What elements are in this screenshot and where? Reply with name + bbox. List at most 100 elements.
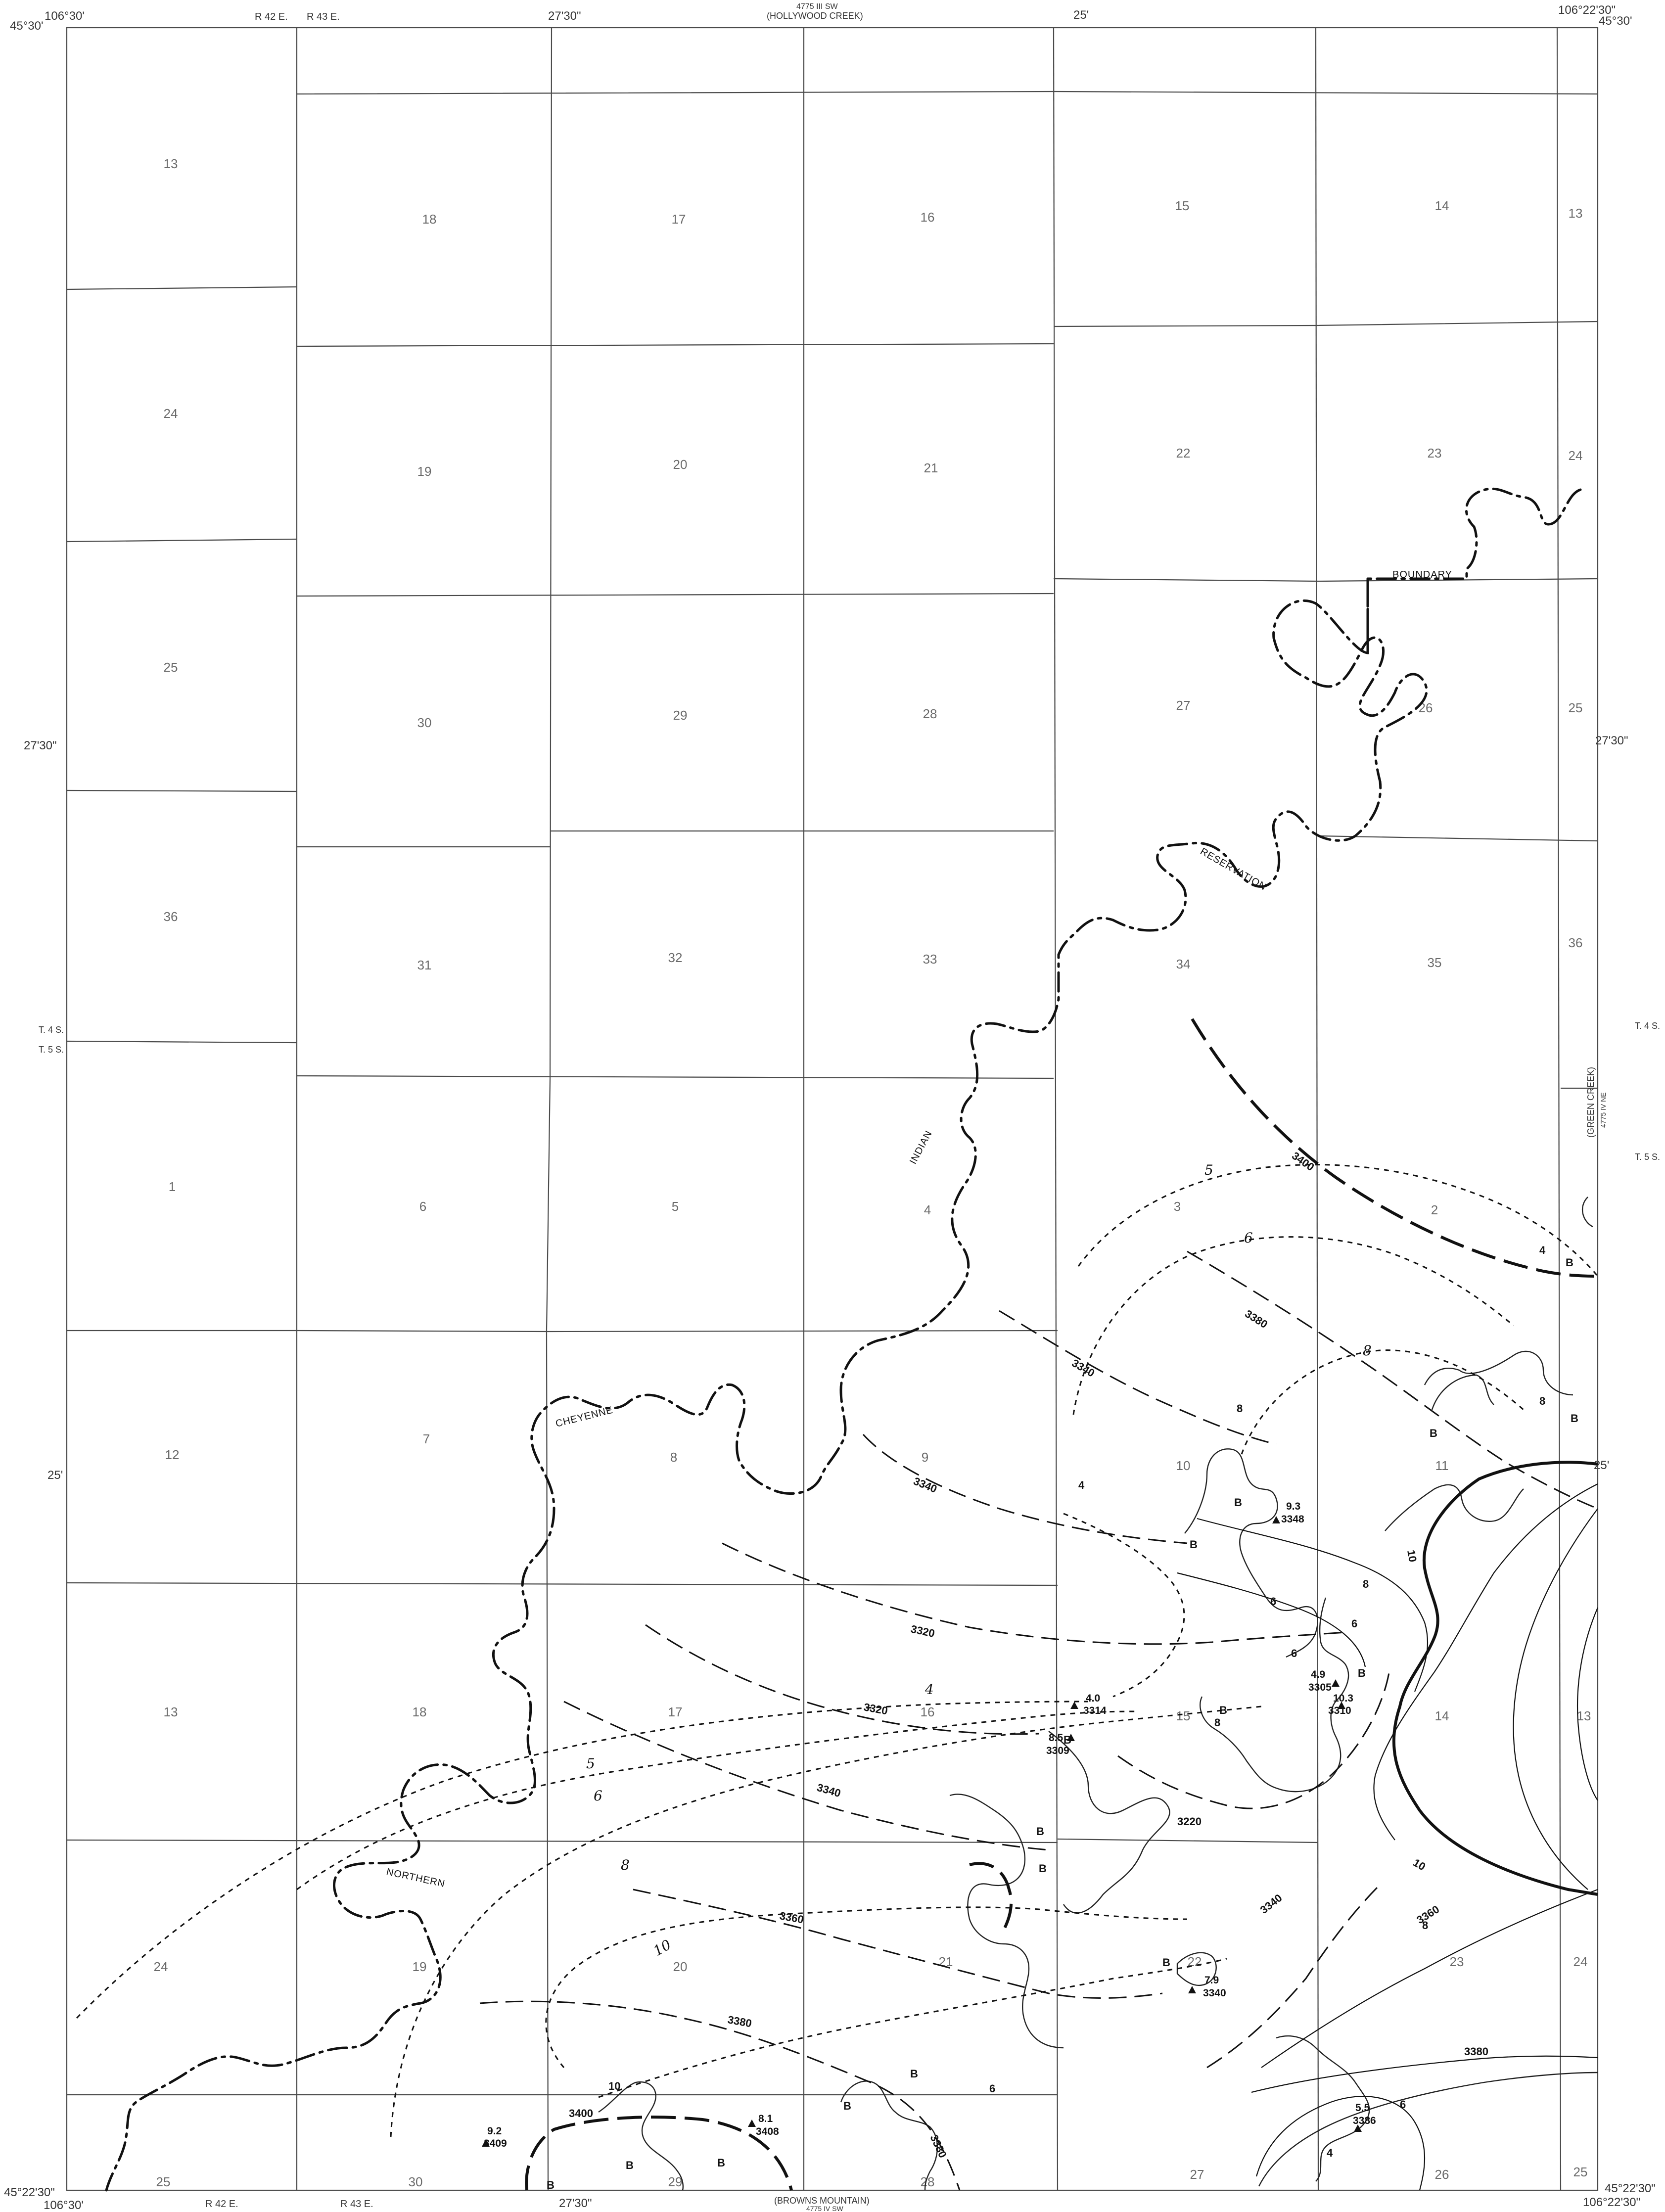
sec-r5-3: 5 bbox=[672, 1199, 679, 1214]
drill-hole-elevation: 3348 bbox=[1281, 1514, 1304, 1525]
contour-3400-south bbox=[525, 2116, 793, 2191]
contour-3340-east bbox=[1206, 1884, 1381, 2069]
grid-v-2a bbox=[546, 27, 553, 2191]
drill-hole-elevation: 3386 bbox=[1353, 2115, 1376, 2126]
grid-h-3 bbox=[66, 789, 297, 792]
drill-hole: 8.5 3309 bbox=[1046, 1732, 1075, 1756]
drill-hole-thickness: 5.5 bbox=[1355, 2102, 1370, 2114]
grid-h-2 bbox=[66, 538, 297, 543]
isopach-arc-1 bbox=[1513, 1508, 1598, 1890]
burn-line-4 bbox=[1200, 1597, 1349, 1793]
grid-h-5 bbox=[67, 1330, 1058, 1333]
drill-hole-thickness: 10.3 bbox=[1333, 1693, 1353, 1704]
elev-label-3220: 3220 bbox=[1177, 1815, 1202, 1828]
thick-label-8-e2: 8 bbox=[1363, 1578, 1369, 1590]
drill-hole-thickness: 9.2 bbox=[487, 2125, 502, 2137]
burn-line-8 bbox=[1276, 2035, 1370, 2182]
burn-b-1: B bbox=[1566, 1256, 1573, 1269]
grid-v-6 bbox=[1556, 27, 1562, 2191]
top-range-west: R 42 E. bbox=[255, 11, 288, 22]
drill-holes: 9.3 3348 4.0 3314 4.9 3305 10.3 3310 8.5… bbox=[482, 1501, 1376, 2149]
grid-h-3b bbox=[296, 593, 1054, 597]
right-lat-upper: 27'30" bbox=[1595, 734, 1628, 747]
thick-label-10-e2: 10 bbox=[1411, 1856, 1428, 1873]
elev-label-3360-s: 3360 bbox=[779, 1909, 805, 1926]
sec-r3-2: 30 bbox=[417, 715, 432, 730]
thick-label-10-e1: 10 bbox=[1405, 1549, 1419, 1563]
burn-line-9 bbox=[598, 2081, 684, 2191]
adjoining-south-name: (BROWNS MOUNTAIN) bbox=[774, 2196, 870, 2206]
thick-label-5-s: 5 bbox=[586, 1755, 595, 1772]
grid-h-6 bbox=[66, 1582, 1058, 1586]
sec-r9-5: 27 bbox=[1190, 2167, 1204, 2182]
thick-label-6-s2: 6 bbox=[989, 2082, 995, 2095]
sec-r4-2: 31 bbox=[417, 958, 432, 972]
corner-nw-lat: 45°30' bbox=[10, 19, 44, 33]
isopach-6-south bbox=[296, 1710, 1138, 1890]
isopach-10-inner bbox=[598, 1958, 1227, 2098]
burn-line-11 bbox=[1581, 1197, 1593, 1228]
sec-r2-4: 21 bbox=[924, 461, 938, 475]
isopach-8-south bbox=[390, 1705, 1262, 2137]
burn-b-15: B bbox=[1571, 1412, 1578, 1425]
burn-line-3 bbox=[1431, 1374, 1494, 1410]
label-northern: NORTHERN bbox=[385, 1866, 446, 1889]
contour-3360-east bbox=[1261, 1889, 1598, 2068]
sec-r7-3: 17 bbox=[668, 1705, 683, 1719]
burn-b-6: B bbox=[1036, 1825, 1044, 1838]
elev-label-3340-e: 3340 bbox=[1258, 1891, 1285, 1916]
drill-hole-elevation: 3305 bbox=[1308, 1682, 1332, 1693]
bottom-lon-mid: 27'30" bbox=[559, 2197, 592, 2210]
sec-r2-3: 20 bbox=[673, 457, 688, 472]
drill-hole-marker bbox=[1070, 1702, 1078, 1709]
thick-label-4-se: 4 bbox=[1327, 2147, 1333, 2159]
burn-outcrops bbox=[598, 1197, 1598, 2191]
thick-label-10-s: 10 bbox=[650, 1936, 674, 1959]
drill-hole: 4.0 3314 bbox=[1070, 1693, 1107, 1716]
drill-hole-thickness: 8.1 bbox=[758, 2113, 773, 2124]
sec-r5-6: 2 bbox=[1431, 1202, 1438, 1217]
contour-3360-south bbox=[633, 1889, 1163, 1999]
isopach-5-south bbox=[76, 1701, 1089, 2019]
isopach-6-e2 bbox=[1177, 1572, 1366, 1667]
structure-contours: 3400 3380 3340 3340 3320 3320 3340 3360 … bbox=[479, 1018, 1598, 2191]
grid-v-5 bbox=[1315, 27, 1319, 2191]
sec-r7-7: 13 bbox=[1577, 1708, 1591, 1723]
drill-hole: 10.3 3310 bbox=[1328, 1693, 1353, 1716]
top-range-east: R 43 E. bbox=[307, 11, 340, 22]
corner-se-lat: 45°22'30" bbox=[1605, 2182, 1656, 2195]
sec-r2-6: 23 bbox=[1428, 446, 1442, 461]
drill-hole-thickness: 9.3 bbox=[1286, 1501, 1300, 1512]
contour-3380-south bbox=[479, 2000, 961, 2191]
thick-label-6-e2: 6 bbox=[1291, 1647, 1297, 1659]
sec-r7-2: 18 bbox=[413, 1705, 427, 1719]
sec-r9-7: 25 bbox=[1573, 2165, 1588, 2179]
bottom-range-west: R 42 E. bbox=[205, 2199, 238, 2210]
sec-r4-6: 35 bbox=[1428, 955, 1442, 970]
burn-line-13 bbox=[1258, 2072, 1598, 2187]
sec-r4-3: 32 bbox=[668, 950, 683, 965]
burn-b-7: B bbox=[1219, 1704, 1227, 1716]
sec-r9-3: 29 bbox=[668, 2174, 683, 2189]
map-margin: 106°30' 45°30' 106°22'30" 45°30' 45°22'3… bbox=[4, 2, 1660, 2212]
reservation-boundary: BOUNDARY RESERVATION INDIAN CHEYENNE NOR… bbox=[105, 487, 1582, 2192]
drill-hole-elevation: 3408 bbox=[756, 2126, 779, 2137]
sec-r6-1: 12 bbox=[165, 1447, 180, 1462]
isopach-8-north bbox=[1241, 1349, 1524, 1455]
drill-hole-thickness: 4.9 bbox=[1311, 1669, 1325, 1680]
sec-r3-1: 25 bbox=[164, 660, 178, 675]
burn-line-1 bbox=[1184, 1448, 1318, 1658]
sec-r2-2: 19 bbox=[417, 464, 432, 479]
sec-r1-2: 18 bbox=[422, 212, 437, 227]
contour-3340-south bbox=[563, 1701, 1049, 1851]
sec-r4-5: 34 bbox=[1176, 957, 1191, 971]
isopach-4-mid bbox=[1063, 1513, 1185, 1698]
grid-h-3d bbox=[1318, 835, 1598, 842]
sec-r7-4: 16 bbox=[921, 1705, 935, 1719]
burn-b-10: B bbox=[910, 2068, 918, 2080]
sec-r8-7: 24 bbox=[1573, 1954, 1588, 1969]
grid-h-2c bbox=[1053, 578, 1598, 582]
left-lat-upper: 27'30" bbox=[24, 739, 57, 752]
adjoining-north-name: (HOLLYWOOD CREEK) bbox=[767, 11, 863, 21]
elev-label-3380-sb: 3380 bbox=[927, 2133, 949, 2160]
